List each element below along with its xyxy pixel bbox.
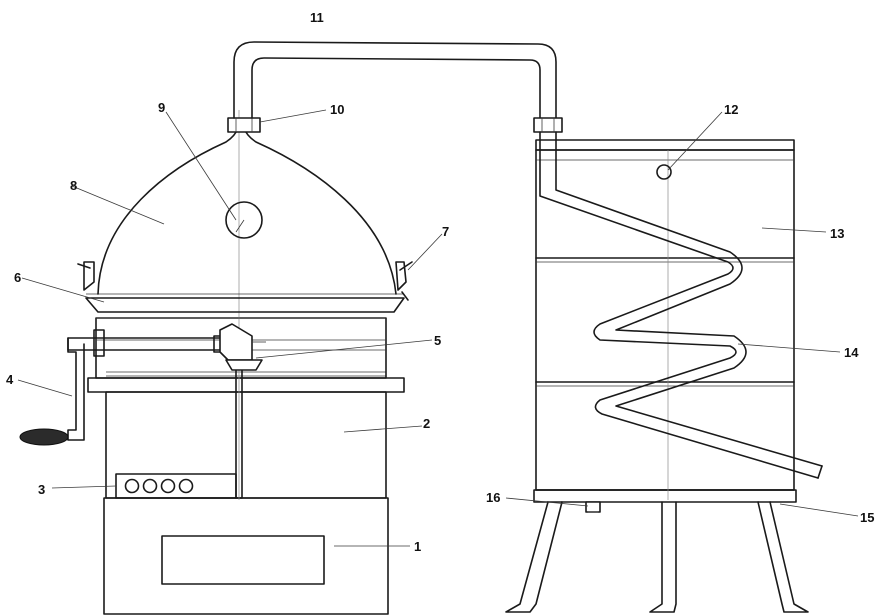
label-6: 6: [14, 270, 21, 285]
label-4: 4: [6, 372, 14, 387]
gearbox: [219, 323, 266, 371]
firebox-base: [103, 497, 389, 615]
label-15: 15: [860, 510, 874, 525]
label-13: 13: [830, 226, 844, 241]
stand-legs: [505, 501, 809, 613]
control-panel: [115, 473, 237, 499]
firebox-door: [161, 535, 325, 585]
control-knob: [124, 478, 140, 494]
fill-port: [656, 164, 672, 180]
crank-grip: [19, 428, 69, 446]
label-7: 7: [442, 224, 449, 239]
dome-outlet-coupling: [227, 117, 261, 133]
label-5: 5: [434, 333, 441, 348]
control-knob: [178, 478, 194, 494]
dome-lid: [97, 127, 397, 295]
lid-clamp-right: [395, 261, 413, 301]
boiler-flange: [87, 377, 405, 393]
label-3: 3: [38, 482, 45, 497]
label-9: 9: [158, 100, 165, 115]
label-1: 1: [414, 539, 421, 554]
leader-lines: [17, 109, 859, 547]
condenser-tank: [533, 139, 797, 503]
cooling-coil: [539, 131, 823, 479]
lid-clamp-left: [77, 261, 95, 291]
callout-labels: 1 2 3 4 5 6 7 8 9 10 11 12 13 14 15 16: [6, 10, 874, 554]
lid-rim: [85, 293, 405, 319]
label-8: 8: [70, 178, 77, 193]
label-16: 16: [486, 490, 500, 505]
label-10: 10: [330, 102, 344, 117]
label-14: 14: [844, 345, 859, 360]
label-2: 2: [423, 416, 430, 431]
vapor-pipe: [233, 41, 557, 119]
thermometer-gauge: [225, 201, 263, 239]
label-11: 11: [310, 10, 324, 25]
drain-valve: [585, 501, 601, 513]
control-knob: [160, 478, 176, 494]
stirrer-shaft: [235, 110, 243, 500]
control-knob: [142, 478, 158, 494]
condenser-inlet-coupling: [533, 117, 563, 133]
label-12: 12: [724, 102, 738, 117]
crank-handle: [19, 329, 229, 446]
